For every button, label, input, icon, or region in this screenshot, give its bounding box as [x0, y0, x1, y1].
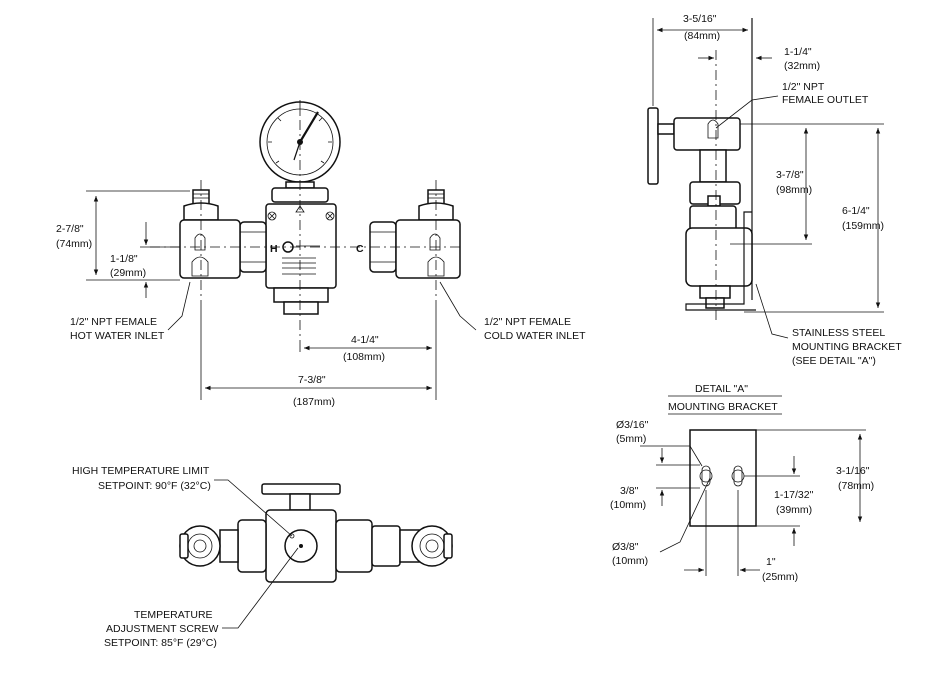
slot-length-mm: (10mm) — [610, 499, 646, 511]
slot-dia-large-mm: (10mm) — [612, 555, 648, 567]
dim-height-lower: 1-1/8" — [110, 253, 138, 265]
port-c-label: C — [356, 243, 364, 255]
adjust-label-1: TEMPERATURE — [134, 609, 213, 621]
hole-height-mm: (39mm) — [776, 504, 812, 516]
dim-height-mid-mm: (98mm) — [776, 184, 812, 196]
slot-dia-small-mm: (5mm) — [616, 433, 646, 445]
bottom-view: HIGH TEMPERATURE LIMIT SETPOINT: 90°F (3… — [72, 465, 453, 649]
cold-inlet-fitting — [395, 189, 461, 279]
adjust-label-2: ADJUSTMENT SCREW — [106, 623, 218, 635]
bracket-label-1: STAINLESS STEEL — [792, 327, 885, 339]
high-limit-label-1: HIGH TEMPERATURE LIMIT — [72, 465, 210, 477]
dim-height-upper: 2-7/8" — [56, 223, 84, 235]
hot-inlet-fitting — [179, 189, 241, 279]
slot-length: 3/8" — [620, 485, 639, 497]
dim-height-upper-mm: (74mm) — [56, 238, 92, 250]
hole-height: 1-17/32" — [774, 489, 814, 501]
dim-offset-mm: (32mm) — [784, 60, 820, 72]
dim-offset: 1-1/4" — [784, 46, 812, 58]
slot-dia-large: Ø3/8" — [612, 541, 639, 553]
outlet-label-2: FEMALE OUTLET — [782, 94, 869, 106]
side-view: 3-5/16" (84mm) 1-1/4" (32mm) 1/2" NPT FE… — [647, 13, 902, 367]
port-h-label: H — [270, 243, 278, 255]
outlet-label-1: 1/2" NPT — [782, 81, 825, 93]
bracket-plate — [689, 429, 757, 527]
hot-inlet-label-2: HOT WATER INLET — [70, 330, 165, 342]
dim-width-overall: 7-3/8" — [298, 374, 326, 386]
detail-title-2: MOUNTING BRACKET — [668, 401, 778, 413]
detail-title-1: DETAIL "A" — [695, 383, 748, 395]
slot-spacing: 1" — [766, 556, 776, 568]
dim-height-total: 6-1/4" — [842, 205, 870, 217]
bracket-height: 3-1/16" — [836, 465, 870, 477]
bracket-label-3: (SEE DETAIL "A") — [792, 355, 876, 367]
cold-inlet-label-2: COLD WATER INLET — [484, 330, 586, 342]
cold-inlet-label-1: 1/2" NPT FEMALE — [484, 316, 571, 328]
dim-height-mid: 3-7/8" — [776, 169, 804, 181]
bracket-height-mm: (78mm) — [838, 480, 874, 492]
dim-depth: 3-5/16" — [683, 13, 717, 25]
hot-inlet-label-1: 1/2" NPT FEMALE — [70, 316, 157, 328]
front-view: H C 2-7/8" (74mm) 1-1/8" (29mm) 1/2" NPT… — [56, 100, 586, 408]
adjust-label-3: SETPOINT: 85°F (29°C) — [104, 637, 217, 649]
slot-spacing-mm: (25mm) — [762, 571, 798, 583]
dim-inlet-spacing: 4-1/4" — [351, 334, 379, 346]
high-limit-label-2: SETPOINT: 90°F (32°C) — [98, 480, 211, 492]
dim-depth-mm: (84mm) — [684, 30, 720, 42]
dim-height-lower-mm: (29mm) — [110, 267, 146, 279]
slot-dia-small: Ø3/16" — [616, 419, 649, 431]
dim-inlet-spacing-mm: (108mm) — [343, 351, 385, 363]
bracket-label-2: MOUNTING BRACKET — [792, 341, 902, 353]
detail-a: DETAIL "A" MOUNTING BRACKET Ø3/16" (5mm)… — [610, 383, 874, 583]
dim-height-total-mm: (159mm) — [842, 220, 884, 232]
dim-width-overall-mm: (187mm) — [293, 396, 335, 408]
